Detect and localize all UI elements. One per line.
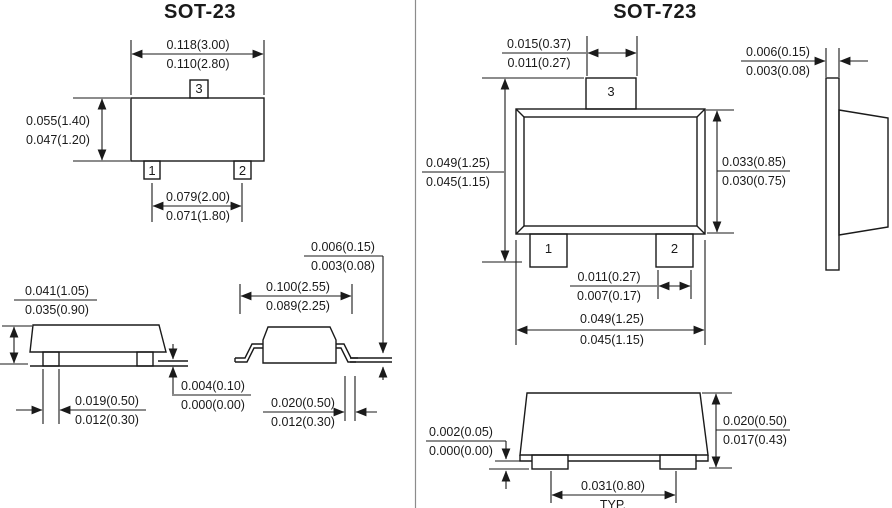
sot723-top-view-dimension-lines [422, 36, 790, 345]
sot723-title: SOT-723 [613, 1, 697, 23]
sot723-dim-pin3-width: 0.015(0.37) 0.011(0.27) [507, 37, 571, 70]
sot23-dim-profile-height: 0.041(1.05) 0.035(0.90) [25, 284, 89, 317]
sot23-dim-pin-pitch: 0.079(2.00) 0.071(1.80) [166, 190, 230, 223]
sot723-dim-standoff: 0.002(0.05) 0.000(0.00) [429, 425, 493, 458]
sot23-dim-lead-width: 0.019(0.50) 0.012(0.30) [75, 394, 139, 427]
sot23-dim-lead-thickness: 0.006(0.15) 0.003(0.08) [311, 240, 375, 273]
sot723-dim-lead-thickness: 0.006(0.15) 0.003(0.08) [746, 45, 810, 78]
sot723-front-view-dimension-lines [426, 392, 790, 503]
sot723-pin3-label: 3 [607, 84, 615, 99]
sot723-dim-pin-width: 0.011(0.27) 0.007(0.17) [577, 270, 641, 303]
sot723-dim-body-height: 0.033(0.85) 0.030(0.75) [722, 155, 786, 188]
sot23-dim-body-height: 0.055(1.40) 0.047(1.20) [26, 114, 90, 147]
sot723-dim-package-height: 0.020(0.50) 0.017(0.43) [723, 414, 787, 447]
sot23-dim-foot-length: 0.020(0.50) 0.012(0.30) [271, 396, 335, 429]
sot723-front-view-outline [519, 392, 709, 470]
sot23-title: SOT-23 [164, 1, 236, 23]
sot23-pin2-label: 2 [238, 163, 247, 178]
sot23-dim-span-width: 0.100(2.55) 0.089(2.25) [266, 280, 330, 313]
sot723-dim-body-width: 0.049(1.25) 0.045(1.15) [580, 312, 644, 347]
sot23-top-view-dimension-lines [73, 40, 265, 222]
sot23-top-view-outline [130, 79, 265, 180]
sot723-dim-pin-pitch: 0.031(0.80) TYP. [581, 479, 645, 508]
sot723-top-view-outline [515, 77, 706, 268]
sot23-dim-standoff: 0.004(0.10) 0.000(0.00) [181, 379, 245, 412]
sot723-pin1-label: 1 [544, 241, 553, 256]
sot23-side-view-dimension-lines [0, 299, 251, 424]
sot23-pin1-label: 1 [148, 163, 156, 178]
sot23-end-view-outline [234, 326, 392, 364]
sot723-dim-overall-height: 0.049(1.25) 0.045(1.15) [426, 156, 490, 189]
sot23-pin3-label: 3 [195, 81, 203, 96]
sot723-pin2-label: 2 [670, 241, 679, 256]
sot23-end-view-dimension-lines [239, 255, 388, 421]
sot23-dim-body-width: 0.118(3.00) 0.110(2.80) [166, 38, 230, 71]
sot23-side-view-outline [29, 324, 188, 367]
sot723-side-view-dimension-lines [741, 48, 868, 77]
sot723-side-view-outline [825, 77, 889, 271]
